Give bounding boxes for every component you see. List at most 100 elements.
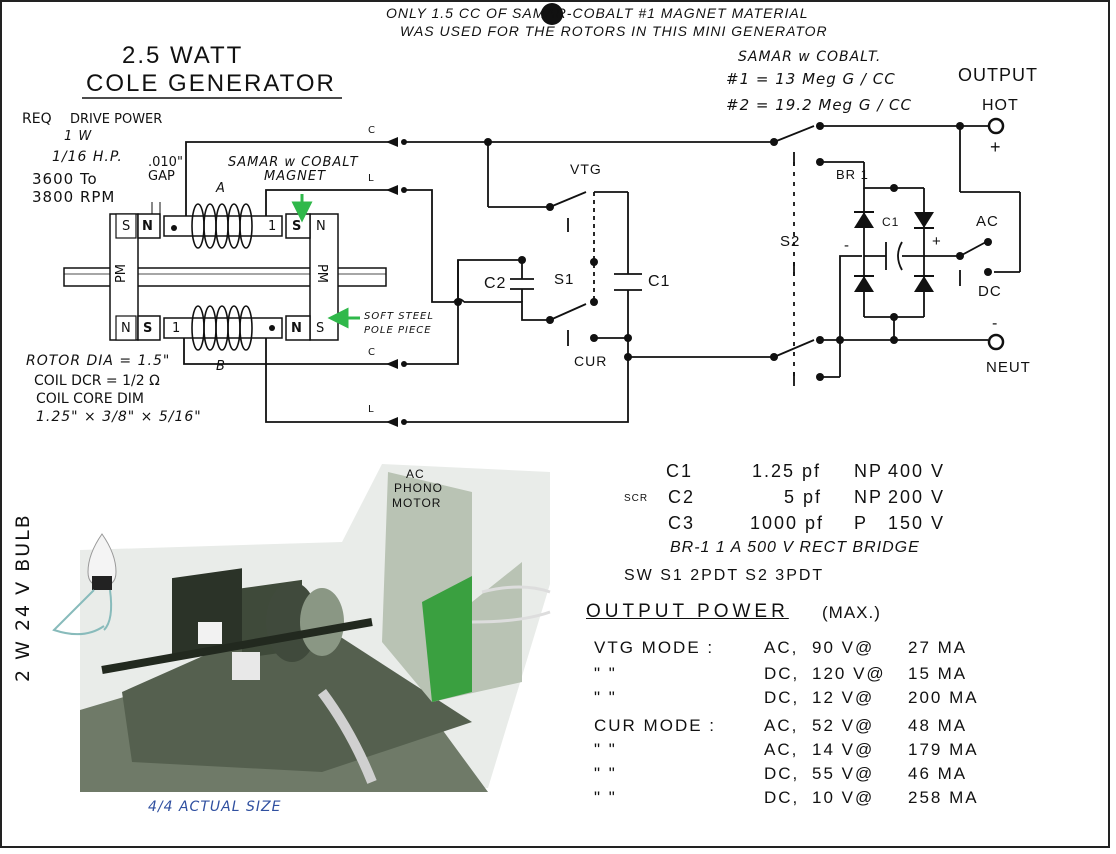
coil-a-end-mark: 1 [268, 219, 277, 234]
photo-caption: 4/4 ACTUAL SIZE [148, 799, 282, 815]
output-row-ma: 15 MA [908, 664, 968, 683]
c2-label: C2 [484, 275, 507, 292]
core-dim-value: 1.25" × 3/8" × 5/16" [36, 409, 202, 425]
part-bridge: BR-1 1 A 500 V RECT BRIDGE [670, 539, 920, 556]
output-row-mode: " " [594, 664, 617, 683]
ac-phono-line2: PHONO [394, 481, 444, 495]
title-line1: 2.5 WATT [122, 42, 244, 69]
req-label: REQ [22, 111, 52, 127]
rotor-dia: ROTOR DIA = 1.5" [26, 353, 171, 369]
junction-dots [454, 122, 992, 381]
part-c1-volt: 400 V [888, 461, 946, 481]
samar-magnet-line1: SAMAR w COBALT [228, 155, 359, 170]
neut-terminal [987, 333, 1005, 351]
rpm-line2: 3800 RPM [32, 188, 116, 206]
lead-c-top: C [368, 125, 375, 136]
lead-l-top: L [368, 173, 374, 184]
coil-b-windings [191, 305, 253, 351]
ac-phono-line1: AC [406, 467, 425, 481]
output-row-ma: 46 MA [908, 764, 968, 783]
part-c2-value: 5 pf [784, 487, 823, 507]
output-power-heading: OUTPUT POWER [586, 601, 789, 622]
output-row-type: DC, [764, 664, 800, 683]
output-row-type: DC, [764, 788, 800, 807]
bridge-plus: + [932, 233, 942, 250]
gap-value: .010" [148, 155, 183, 170]
output-row-volts: 55 V@ [812, 764, 875, 783]
cur-label: CUR [574, 353, 608, 369]
c1-bridge-label: C1 [882, 215, 900, 229]
coil-leads [183, 141, 397, 423]
output-row-volts: 120 V@ [812, 664, 886, 683]
pm-left-label: PM [114, 263, 130, 284]
coil-core-a [163, 215, 283, 237]
output-row-type: AC, [764, 638, 799, 657]
samar-line2: #2 = 19.2 Meg G / CC [726, 96, 913, 114]
output-row-mode: " " [594, 688, 617, 707]
s2-label: S2 [780, 233, 801, 250]
part-c1-value: 1.25 pf [752, 461, 822, 481]
pole-n-right-bot: N [291, 321, 302, 336]
output-label: OUTPUT [958, 65, 1038, 85]
part-c2-type: NP [854, 487, 884, 507]
pole-s-left-bot: S [143, 321, 153, 336]
output-row-mode: " " [594, 740, 617, 759]
pole-s-right-bot: S [316, 321, 325, 336]
part-c3-volt: 150 V [888, 513, 946, 533]
samar-magnet-line2: MAGNET [264, 169, 327, 184]
output-row-mode: " " [594, 788, 617, 807]
pole-s-right-top: S [292, 219, 302, 234]
ac-label: AC [976, 213, 999, 230]
bridge-diodes [854, 211, 934, 292]
part-c3-value: 1000 pf [750, 513, 825, 533]
coil-a-windings [191, 203, 253, 249]
output-row-type: DC, [764, 688, 800, 707]
coil-a-label: A [216, 181, 226, 196]
output-row-mode: " " [594, 764, 617, 783]
bulb-label: 2 W 24 V BULB [12, 513, 34, 682]
core-dim-label: COIL CORE DIM [36, 391, 144, 407]
samar-line1: #1 = 13 Meg G / CC [726, 70, 896, 88]
part-switches: SW S1 2PDT S2 3PDT [624, 567, 825, 584]
output-row-volts: 12 V@ [812, 688, 875, 707]
generator-photo [80, 464, 551, 792]
output-row-type: AC, [764, 716, 799, 735]
pm-right-label: PM [314, 263, 330, 284]
schematic-wires [404, 125, 1021, 423]
output-row-ma: 27 MA [908, 638, 968, 657]
pole-n-right-top: N [316, 219, 326, 234]
rpm-line1: 3600 To [32, 170, 98, 188]
coil-b-end-mark: 1 [172, 321, 181, 336]
header-note-line2: WAS USED FOR THE ROTORS IN THIS MINI GEN… [400, 23, 828, 39]
coil-dcr: COIL DCR = 1/2 Ω [34, 373, 160, 389]
output-row-ma: 200 MA [908, 688, 979, 707]
output-row-type: DC, [764, 764, 800, 783]
hot-terminal [987, 117, 1005, 135]
output-row-type: AC, [764, 740, 799, 759]
drive-power-label: DRIVE POWER [70, 112, 163, 127]
part-c2-volt: 200 V [888, 487, 946, 507]
part-c2-prefix: SCR [624, 493, 649, 504]
pole-n-left-bot: N [121, 321, 131, 336]
c1-label: C1 [648, 273, 671, 290]
coil-b-label: B [216, 359, 226, 374]
output-row-volts: 10 V@ [812, 788, 875, 807]
ac-phono-line3: MOTOR [392, 496, 442, 510]
vtg-label: VTG [570, 161, 602, 177]
output-row-ma: 258 MA [908, 788, 979, 807]
output-power-max: (MAX.) [822, 603, 881, 622]
lead-l-bot: L [368, 404, 374, 415]
part-c3-type: P [854, 513, 869, 533]
hp-value: 1/16 H.P. [52, 149, 123, 165]
soft-steel-line2: POLE PIECE [364, 325, 432, 336]
watt-value: 1 W [64, 129, 93, 144]
neut-minus: - [992, 315, 999, 332]
page-title: COLE GENERATOR [86, 70, 336, 97]
header-note-line1: ONLY 1.5 CC OF SAMAR-COBALT #1 MAGNET MA… [386, 5, 809, 21]
pole-n-left-top: N [142, 219, 153, 234]
dc-label: DC [978, 283, 1002, 300]
bulb-icon [52, 533, 117, 636]
part-c2-name: C2 [668, 487, 696, 507]
pole-s-left-top: S [122, 219, 131, 234]
